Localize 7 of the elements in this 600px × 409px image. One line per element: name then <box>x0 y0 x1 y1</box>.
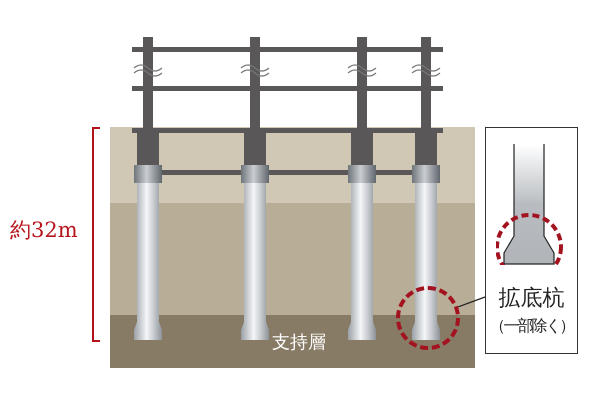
callout-panel <box>485 127 578 354</box>
note-text: （一部除く） <box>488 316 574 337</box>
layer-label: 支持層 <box>272 331 326 354</box>
dimension-label: 約32m <box>10 217 78 244</box>
callout-text: 拡底杭 <box>498 285 566 313</box>
highlight-circle <box>396 286 460 350</box>
leader-line <box>458 296 486 308</box>
